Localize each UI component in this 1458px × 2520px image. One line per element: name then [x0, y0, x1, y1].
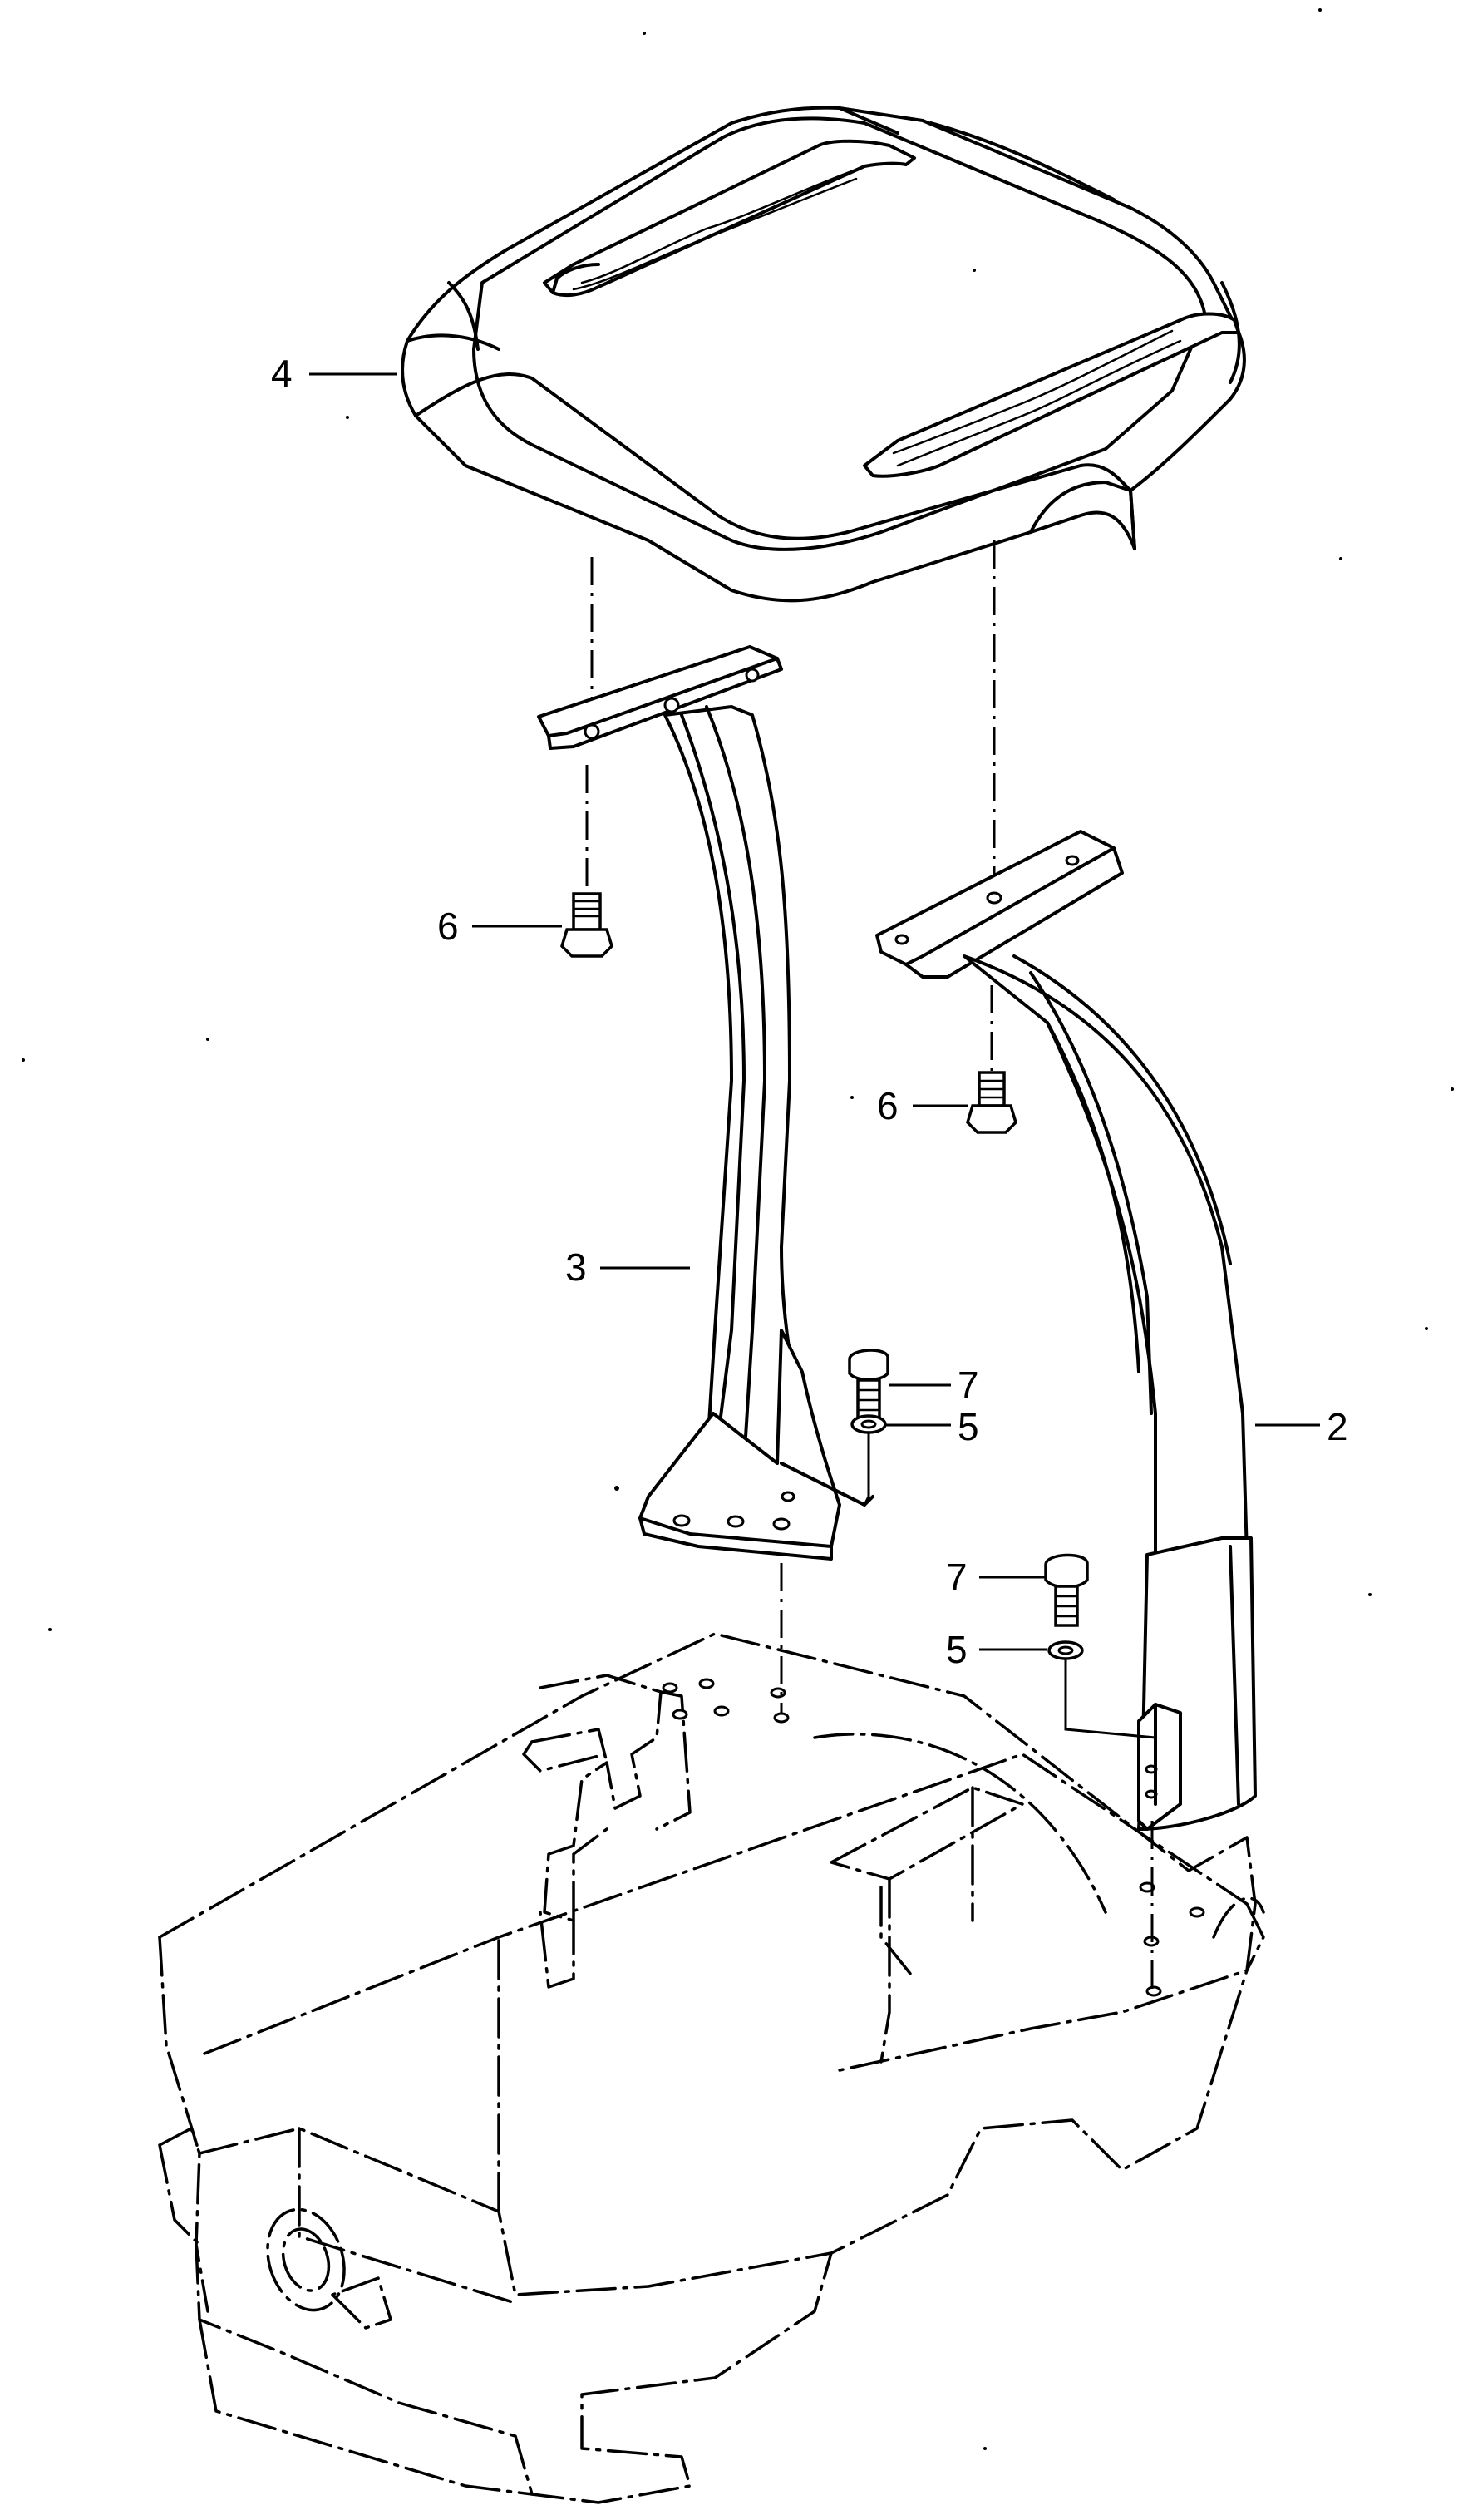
- svg-text:7: 7: [946, 1556, 968, 1599]
- washer-5-left: [850, 1414, 887, 1434]
- bolt-7-left: [848, 1349, 889, 1423]
- washer-5-right: [1047, 1640, 1084, 1660]
- svg-text:3: 3: [565, 1245, 587, 1289]
- svg-text:5: 5: [946, 1628, 968, 1671]
- bolt-6-right: [966, 1071, 1017, 1134]
- scan-specks: [22, 8, 1454, 2450]
- svg-text:7: 7: [958, 1364, 979, 1407]
- svg-text:2: 2: [1327, 1405, 1348, 1448]
- callout-5-left: 5: [886, 1405, 979, 1448]
- overhead-guard-roof: [401, 106, 1246, 603]
- svg-text:4: 4: [271, 352, 293, 395]
- right-pillar: [875, 830, 1257, 1831]
- svg-text:6: 6: [437, 905, 459, 948]
- callout-7-left: 7: [889, 1364, 979, 1407]
- callout-4: 4: [271, 352, 397, 395]
- vehicle-frame-phantom: [158, 1632, 1265, 2504]
- callout-7-right: 7: [946, 1556, 1046, 1599]
- left-pillar: [537, 645, 874, 1561]
- bolt-7-right: [1044, 1553, 1089, 1627]
- svg-text:5: 5: [958, 1405, 979, 1448]
- callout-2: 2: [1255, 1405, 1348, 1448]
- callout-5-right: 5: [946, 1628, 1047, 1671]
- bolt-6-left: [560, 892, 613, 958]
- svg-text:6: 6: [877, 1084, 899, 1127]
- callout-3: 3: [565, 1245, 690, 1289]
- deck-mount-holes: [662, 1678, 1205, 1997]
- callout-6-left: 6: [437, 905, 562, 948]
- callout-6-right: 6: [877, 1084, 968, 1127]
